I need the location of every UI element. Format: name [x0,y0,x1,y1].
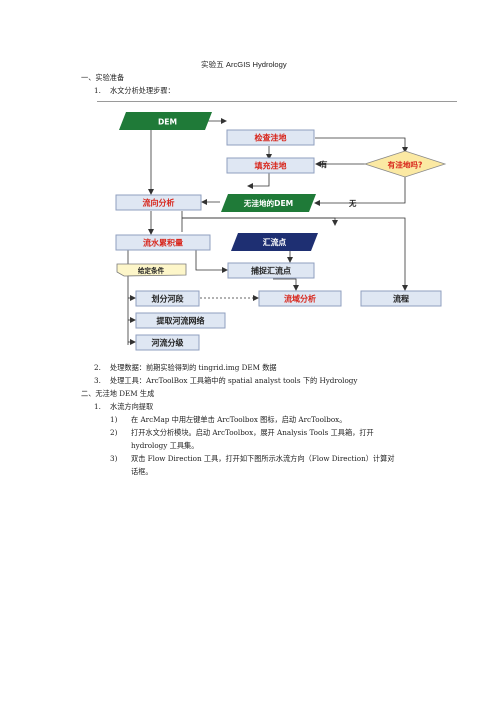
condition-label: 给定条件 [138,266,165,275]
check-sink-box [226,129,315,146]
item-number: 2. [94,363,101,372]
fill-sink-label: 填充洼地 [255,161,287,171]
subitem-text: 双击 Flow Direction 工具，打开如下图所示水流方向（Flow Di… [131,454,395,463]
flow-length-box [360,290,442,307]
flow-direction-label: 流向分析 [143,198,175,208]
subitem-number: 2) [110,428,118,437]
subitem-text: 话框。 [131,467,153,476]
condition-note [116,263,187,277]
flow-accumulation-box [115,234,211,251]
flow-length-label: 流程 [393,294,409,304]
section-heading-1: 一、实验准备 [81,73,125,82]
has-sink-decision [363,150,447,178]
stream-order-box [135,334,200,351]
snap-pour-point-label: 捕捉汇流点 [251,266,291,276]
watershed-box [258,290,342,307]
item-number: 1. [94,86,101,95]
pour-point-shape [231,233,318,251]
stream-define-label: 划分河段 [152,294,184,304]
divider-line [97,101,457,102]
fill-sink-box [226,157,315,174]
yes-label: 有 [320,160,328,169]
subitem-number: 1) [110,415,118,424]
hydrology-flowchart: DEM 检查洼地 填充洼地 有 有洼地吗? 流向分析 无洼地的DEM 无 流水累… [115,112,447,351]
stream-order-label: 河流分级 [152,338,185,348]
stream-network-box [135,312,226,329]
section-heading-2: 二、无洼地 DEM 生成 [81,389,155,398]
flow-direction-box [115,194,202,211]
subitem-text: 在 ArcMap 中用左键单击 ArcToolbox 图标，启动 ArcTool… [131,415,347,424]
subitem-number: 3) [110,454,118,463]
item-number: 1. [94,402,101,411]
no-label: 无 [348,199,357,208]
no-sink-dem-label: 无洼地的DEM [243,198,293,208]
watershed-label: 流域分析 [284,294,316,304]
dem-label: DEM [158,118,177,127]
pour-point-label: 汇流点 [263,237,287,247]
stream-define-box [135,290,200,307]
item-text: 处理工具：ArcToolBox 工具箱中的 spatial analyst to… [110,376,358,385]
item-text: 处理数据：前期实验得到的 tingrid.img DEM 数据 [110,363,277,372]
check-sink-label: 检查洼地 [255,133,287,143]
item-text: 水流方向提取 [110,402,154,411]
no-sink-dem-shape [221,194,316,212]
flow-accumulation-label: 流水累积量 [143,238,183,248]
dem-shape [119,112,212,130]
subitem-text: hydrology 工具集。 [131,441,199,450]
page-title: 实验五 ArcGIS Hydrology [201,60,287,69]
snap-pour-point-box [227,262,315,279]
subitem-text: 打开水文分析模块。启动 ArcToolbox，展开 Analysis Tools… [131,428,374,437]
item-text: 水文分析处理步骤： [110,86,175,95]
decision-label: 有洼地吗? [388,160,423,170]
item-number: 3. [94,376,101,385]
stream-network-label: 提取河流网络 [157,316,205,326]
